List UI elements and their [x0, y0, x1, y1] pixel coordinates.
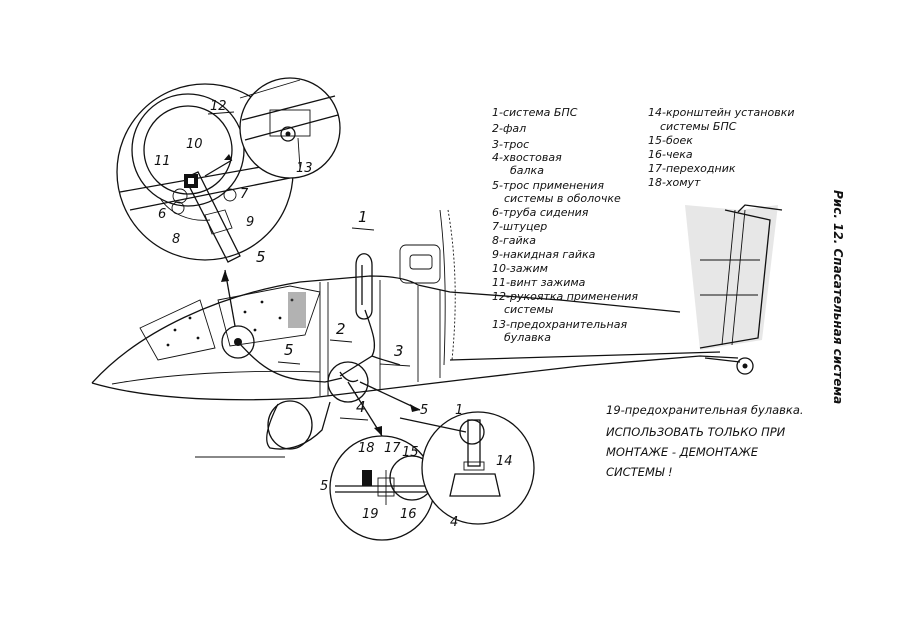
callout-10: 10 [186, 137, 203, 152]
svg-text:14-кронштейн установки: 14-кронштейн установки [648, 106, 795, 119]
svg-text:16-чека: 16-чека [648, 148, 693, 161]
callout-5-left: 5 [320, 479, 328, 494]
callout-6: 6 [158, 207, 166, 222]
callout-14: 14 [496, 454, 513, 469]
svg-text:4-хвостовая: 4-хвостовая [492, 151, 562, 164]
svg-text:13-предохранительная: 13-предохранительная [492, 318, 627, 331]
svg-text:МОНТАЖЕ - ДЕМОНТАЖЕ: МОНТАЖЕ - ДЕМОНТАЖЕ [606, 445, 759, 459]
callout-15: 15 [402, 445, 419, 460]
window-texture [166, 298, 294, 347]
svg-text:17-переходник: 17-переходник [648, 162, 736, 175]
callout-19: 19 [362, 507, 379, 522]
detail-circle-bracket [359, 381, 535, 525]
callout-5: 5 [284, 341, 294, 359]
callout-3: 3 [394, 342, 404, 360]
figure-caption: Рис. 12. Спасательная система [831, 190, 845, 404]
svg-text:9-накидная гайка: 9-накидная гайка [492, 248, 596, 261]
callout-17: 17 [384, 441, 401, 456]
legend-left: 1-система БПС 2-фал 3-трос 4-хвостовая б… [492, 106, 638, 344]
svg-text:1-система БПС: 1-система БПС [492, 106, 578, 119]
callout-5-bottom: 5 [420, 403, 428, 418]
tail-fin [685, 204, 783, 350]
callout-2: 2 [336, 320, 346, 338]
callout-11: 11 [154, 154, 171, 169]
callout-8: 8 [172, 232, 180, 247]
svg-text:балка: балка [510, 164, 544, 177]
propeller [399, 209, 456, 366]
svg-text:3-трос: 3-трос [492, 138, 529, 151]
callout-18: 18 [358, 441, 375, 456]
svg-text:15-боек: 15-боек [648, 134, 693, 147]
svg-text:системы: системы [504, 303, 554, 316]
svg-text:11-винт зажима: 11-винт зажима [492, 276, 586, 289]
svg-text:8-гайка: 8-гайка [492, 234, 536, 247]
svg-text:5-трос применения: 5-трос применения [492, 179, 604, 192]
warning-note: 19-предохранительная булавка. ИСПОЛЬЗОВА… [606, 403, 804, 479]
svg-text:10-зажим: 10-зажим [492, 262, 548, 275]
svg-text:18-хомут: 18-хомут [648, 176, 701, 189]
svg-text:системы БПС: системы БПС [660, 120, 737, 133]
svg-text:6-труба сидения: 6-труба сидения [492, 206, 589, 219]
callout-4: 4 [356, 398, 366, 416]
svg-text:СИСТЕМЫ !: СИСТЕМЫ ! [606, 465, 673, 479]
callout-4-bottom: 4 [450, 515, 458, 530]
svg-text:ИСПОЛЬЗОВАТЬ ТОЛЬКО ПРИ: ИСПОЛЬЗОВАТЬ ТОЛЬКО ПРИ [606, 425, 786, 439]
callout-12: 12 [210, 99, 227, 114]
callout-13: 13 [296, 161, 313, 176]
svg-text:2-фал: 2-фал [492, 122, 526, 135]
callout-5-handle: 5 [256, 248, 266, 266]
callout-16: 16 [400, 507, 417, 522]
legend-right: 14-кронштейн установки системы БПС 15-бо… [648, 106, 795, 189]
callout-7: 7 [240, 187, 249, 202]
svg-text:7-штуцер: 7-штуцер [492, 220, 547, 233]
svg-text:булавка: булавка [504, 331, 551, 344]
callout-9: 9 [246, 215, 254, 230]
detail-circle-pin [239, 77, 341, 179]
svg-text:системы в оболочке: системы в оболочке [504, 192, 621, 205]
detail-circle-firing-pin [329, 381, 435, 541]
svg-text:12-рукоятка применения: 12-рукоятка применения [492, 290, 638, 303]
callout-1: 1 [358, 208, 368, 226]
callout-labels: 1 2 3 4 5 5 5 5 1 4 6 7 8 9 10 11 12 13 … [154, 99, 513, 530]
callout-1-bottom: 1 [455, 403, 463, 418]
svg-text:19-предохранительная булавка.: 19-предохранительная булавка. [606, 403, 804, 417]
parachute-system [221, 253, 401, 403]
